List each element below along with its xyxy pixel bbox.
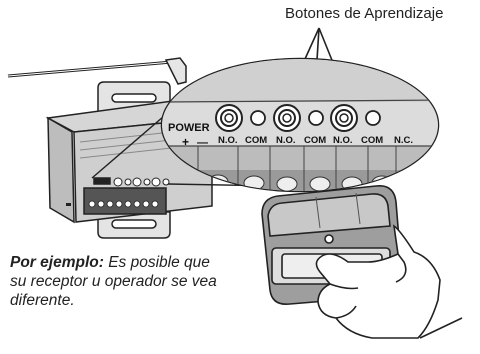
- terminal-label-5: N.O.: [333, 135, 353, 146]
- terminal-label-4: COM: [304, 135, 326, 146]
- caption: Por ejemplo: Es posible que su receptor …: [10, 253, 240, 310]
- led-2: [308, 110, 324, 126]
- plus-label: +: [182, 135, 189, 149]
- hand-icon: [315, 224, 463, 339]
- caption-line3: diferente.: [10, 292, 75, 309]
- caption-line1-rest: Es posible que: [103, 254, 210, 271]
- led-3: [365, 110, 381, 126]
- terminal-label-1: N.O.: [218, 135, 238, 146]
- led-1: [250, 110, 266, 126]
- terminal-label-2: COM: [245, 135, 267, 146]
- antenna-icon: [7, 57, 187, 85]
- terminal-label-7: N.C.: [394, 135, 413, 146]
- power-label: POWER: [168, 122, 210, 134]
- terminal-label-3: N.O.: [276, 135, 296, 146]
- learn-button-1: [215, 104, 243, 132]
- caption-lead: Por ejemplo:: [10, 254, 104, 271]
- learn-button-2: [273, 104, 301, 132]
- terminal-label-6: COM: [361, 135, 383, 146]
- minus-label: —: [197, 137, 208, 149]
- callout-title: Botones de Aprendizaje: [285, 5, 444, 22]
- caption-line2: su receptor u operador se vea: [10, 273, 217, 290]
- learn-button-3: [330, 104, 358, 132]
